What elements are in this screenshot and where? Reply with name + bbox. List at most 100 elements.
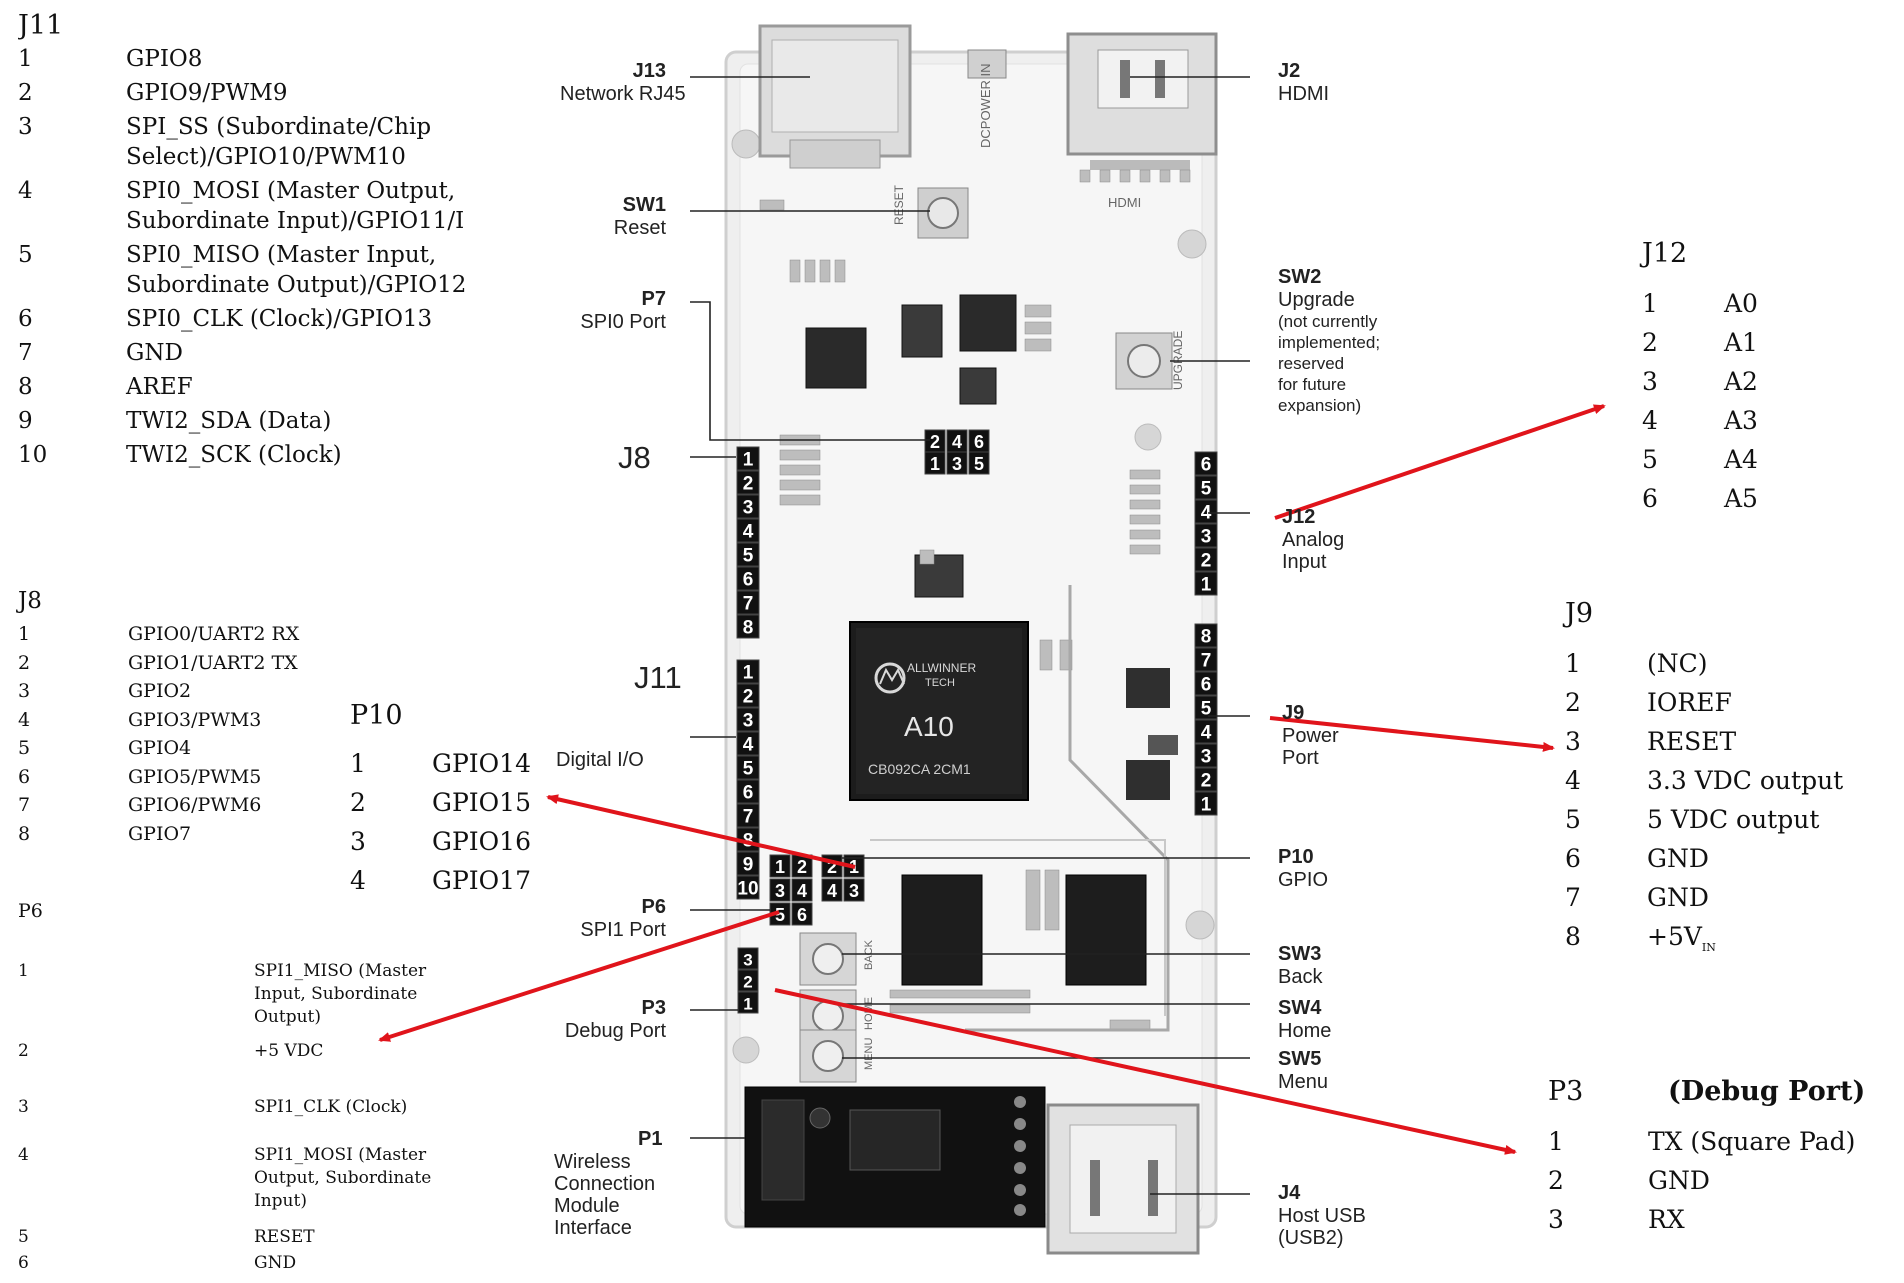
- header-j11-pin: 1: [736, 659, 760, 684]
- pin-signal: GND: [1647, 883, 1709, 912]
- header-j9-pin: 8: [1194, 623, 1218, 648]
- ic-small: [901, 304, 943, 358]
- pin-signal-subscript: IN: [1701, 941, 1716, 954]
- pin-label: 2: [827, 857, 837, 877]
- soc-chip-a10: ALLWINNER TECH A10 CB092CA 2CM1: [849, 621, 1029, 801]
- pin-signal: GND: [254, 1253, 297, 1273]
- label-sw2-desc-3: implemented;: [1278, 333, 1381, 352]
- label-p1-desc-4: Interface: [554, 1217, 632, 1239]
- label-p6-name: P6: [641, 896, 666, 918]
- pin-number: 2: [1642, 328, 1658, 357]
- pin-label: 7: [1201, 651, 1212, 672]
- pin-number: 5: [1565, 805, 1581, 834]
- pin-number: 8: [1565, 922, 1581, 951]
- pin-signal: SPI0_MOSI (Master Output,: [126, 178, 456, 204]
- pin-signal: +5 VDC: [254, 1041, 324, 1061]
- chip-brand: ALLWINNER: [907, 661, 976, 675]
- label-sw4-desc: Home: [1278, 1020, 1332, 1042]
- pin-number: 7: [18, 340, 33, 366]
- pin-label: 7: [743, 807, 754, 828]
- pin-number: 5: [18, 1227, 29, 1247]
- header-j8-pin: 7: [736, 590, 760, 615]
- pin-number: 10: [18, 442, 48, 468]
- pin-label: 3: [952, 454, 962, 474]
- pin-signal: Input, Subordinate: [254, 984, 418, 1004]
- pin-number: 5: [18, 737, 31, 759]
- pin-signal: TWI2_SCK (Clock): [126, 442, 342, 468]
- arrow-j12: [1274, 404, 1606, 520]
- pin-label: 3: [743, 951, 752, 970]
- label-sw5: SW5 Menu: [1278, 1048, 1328, 1093]
- pin-number: 5: [18, 242, 33, 268]
- pin-label: 8: [1201, 627, 1212, 648]
- rj45-connector: [758, 24, 912, 169]
- pin-label: 6: [743, 570, 754, 591]
- pin-label: 1: [743, 663, 754, 684]
- pin-label: 2: [1201, 551, 1212, 572]
- label-j4-name: J4: [1278, 1182, 1301, 1204]
- pin-label: 10: [737, 879, 758, 900]
- header-j12-pin: 3: [1194, 523, 1218, 548]
- pin-label: 5: [974, 454, 984, 474]
- arrow-j9: [1269, 716, 1555, 752]
- pin-label: 4: [1201, 723, 1212, 744]
- header-j12-pin: 5: [1194, 475, 1218, 500]
- pin-number: 8: [18, 822, 31, 845]
- label-p1-desc-1: Wireless: [554, 1151, 631, 1173]
- header-j12-pin: 4: [1194, 499, 1218, 524]
- label-j9-desc-1: Power: [1282, 725, 1339, 747]
- label-p6: P6 SPI1 Port: [560, 896, 666, 941]
- pin-label: 3: [849, 881, 859, 901]
- label-j9: J9 Power Port: [1282, 702, 1339, 769]
- pin-number: 2: [18, 1041, 29, 1061]
- pin-signal: 5 VDC output: [1647, 805, 1820, 834]
- pin-label: 3: [743, 711, 754, 732]
- home-silk: HOME: [863, 997, 875, 1030]
- header-j8-pin: 8: [736, 614, 760, 639]
- header-j11-pin: 7: [736, 803, 760, 828]
- header-j8-pin: 4: [736, 518, 760, 543]
- pin-signal: SPI1_MISO (Master: [254, 961, 427, 981]
- label-p6-desc: SPI1 Port: [580, 919, 666, 941]
- pin-number: 6: [18, 765, 31, 788]
- pin-signal: GPIO9/PWM9: [126, 80, 288, 106]
- table-p3-title: P3: [1548, 1076, 1584, 1107]
- label-j12: J12 Analog Input: [1282, 506, 1344, 573]
- pin-label: 4: [743, 522, 754, 543]
- upgrade-button-sw2: [1115, 332, 1173, 390]
- pin-label: 5: [1201, 699, 1212, 720]
- pin-signal: GPIO3/PWM3: [128, 708, 262, 731]
- header-p7_bottom-pin: 3: [946, 451, 968, 475]
- pin-signal: GPIO4: [128, 737, 192, 759]
- pin-signal: Input): [254, 1191, 307, 1211]
- pin-signal: RX: [1648, 1205, 1685, 1234]
- label-p1: P1 Wireless Connection Module Interface: [554, 1128, 662, 1239]
- pin-signal: TX (Square Pad): [1648, 1127, 1856, 1156]
- label-j4: J4 Host USB (USB2): [1278, 1182, 1366, 1249]
- pin-signal: GPIO5/PWM5: [128, 765, 262, 788]
- pin-signal: A1: [1724, 328, 1758, 357]
- header-j11-pin: 4: [736, 731, 760, 756]
- label-j9-desc-2: Port: [1282, 747, 1319, 769]
- table-p6-title: P6: [18, 900, 43, 922]
- hdmi-connector: [1066, 32, 1218, 170]
- chip-model: A10: [904, 711, 954, 742]
- pin-label: 3: [1201, 527, 1212, 548]
- label-p1-name: P1: [638, 1128, 663, 1150]
- label-j12-desc-2: Input: [1282, 551, 1327, 573]
- table-j9-title: J9: [1565, 598, 1594, 629]
- label-p3-desc: Debug Port: [564, 1020, 666, 1042]
- pin-signal: +5VIN: [1647, 922, 1716, 954]
- dram-chip: [901, 874, 983, 986]
- pin-label: 4: [1201, 503, 1212, 524]
- header-p10_bottom-pin: 4: [821, 878, 843, 902]
- table-j11-title: J11: [18, 10, 64, 41]
- pin-label: 2: [743, 474, 754, 495]
- header-j11-pin: 9: [736, 851, 760, 876]
- pin-label: 5: [743, 759, 754, 780]
- label-digital-io: Digital I/O: [556, 749, 644, 771]
- label-sw3-desc: Back: [1278, 966, 1323, 988]
